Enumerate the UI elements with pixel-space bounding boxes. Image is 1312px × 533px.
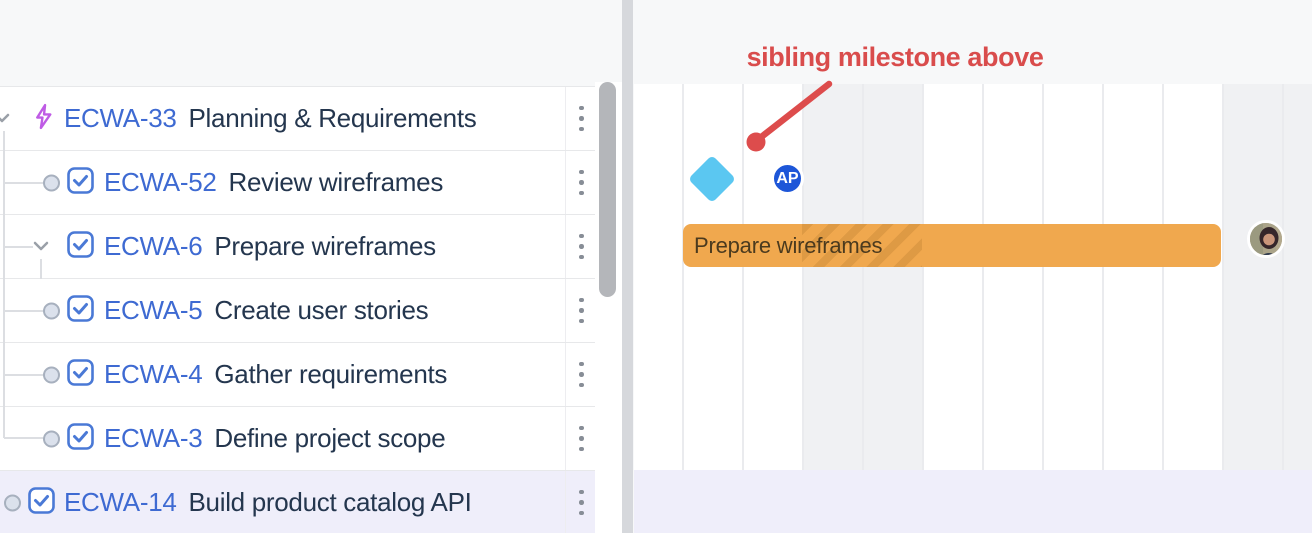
- task-row-ecwa-6[interactable]: ECWA-6 Prepare wireframes: [0, 215, 597, 279]
- weekend-column: [1222, 84, 1282, 470]
- row-menu-kebab-icon[interactable]: [565, 471, 597, 533]
- issue-key: ECWA-3: [104, 423, 203, 453]
- task-check-icon: [67, 294, 94, 327]
- issue-key: ECWA-33: [64, 103, 177, 133]
- epic-icon: [31, 103, 56, 135]
- tree-node-circle: [43, 174, 60, 191]
- assignee-avatar-photo: [1247, 220, 1285, 258]
- tree-node-circle: [43, 366, 60, 383]
- task-row-ecwa-3[interactable]: ECWA-3 Define project scope: [0, 407, 597, 471]
- gantt-bar-label: Prepare wireframes: [694, 233, 883, 258]
- gantt-timeline-panel: AP Prepare wireframes sibling milestone …: [634, 0, 1312, 533]
- avatar-initials: AP: [776, 169, 799, 187]
- row-menu-kebab-icon[interactable]: [565, 87, 597, 150]
- tree-node-circle: [43, 430, 60, 447]
- timeline-grid: [634, 84, 1312, 470]
- task-row-ecwa-4[interactable]: ECWA-4 Gather requirements: [0, 343, 597, 407]
- issue-key: ECWA-5: [104, 295, 203, 325]
- assignee-avatar-badge: AP: [771, 162, 804, 195]
- task-check-icon: [67, 358, 94, 391]
- vertical-scrollbar-thumb[interactable]: [599, 82, 616, 297]
- issue-key: ECWA-4: [104, 359, 203, 389]
- row-menu-kebab-icon[interactable]: [565, 279, 597, 342]
- issue-summary: Create user stories: [214, 295, 429, 325]
- task-check-icon: [67, 422, 94, 455]
- row-menu-kebab-icon[interactable]: [565, 151, 597, 214]
- task-check-icon: [67, 230, 94, 263]
- issue-key: ECWA-14: [64, 487, 177, 517]
- panel-splitter[interactable]: [622, 0, 633, 533]
- row-menu-kebab-icon[interactable]: [565, 343, 597, 406]
- issue-key: ECWA-52: [104, 167, 217, 197]
- task-row-ecwa-33[interactable]: ECWA-33 Planning & Requirements: [0, 87, 597, 151]
- gantt-bar-prepare-wireframes[interactable]: Prepare wireframes: [683, 224, 1221, 267]
- weekend-column: [802, 84, 862, 470]
- chevron-down-icon[interactable]: [33, 238, 49, 256]
- issue-summary: Planning & Requirements: [188, 103, 477, 133]
- non-working-days-hatch: [802, 224, 922, 267]
- issue-summary: Build product catalog API: [188, 487, 472, 517]
- weekend-column: [862, 84, 922, 470]
- task-row-ecwa-52[interactable]: ECWA-52 Review wireframes: [0, 151, 597, 215]
- tree-node-circle: [4, 494, 21, 511]
- issue-summary: Prepare wireframes: [214, 231, 436, 261]
- issue-summary: Define project scope: [214, 423, 446, 453]
- task-list-panel: ECWA-33 Planning & Requirements ECWA-52 …: [0, 86, 597, 533]
- row-menu-kebab-icon[interactable]: [565, 407, 597, 470]
- task-check-icon: [67, 166, 94, 199]
- issue-key: ECWA-6: [104, 231, 203, 261]
- issue-summary: Review wireframes: [228, 167, 444, 197]
- chevron-down-icon[interactable]: [0, 110, 10, 128]
- annotation-arrow-icon: [746, 80, 833, 152]
- annotation-text: sibling milestone above: [746, 42, 1044, 72]
- weekend-column: [1282, 84, 1312, 470]
- task-row-ecwa-5[interactable]: ECWA-5 Create user stories: [0, 279, 597, 343]
- tree-node-circle: [43, 302, 60, 319]
- issue-summary: Gather requirements: [214, 359, 448, 389]
- task-row-ecwa-14[interactable]: ECWA-14 Build product catalog API: [0, 471, 597, 533]
- task-check-icon: [28, 486, 55, 519]
- row-menu-kebab-icon[interactable]: [565, 215, 597, 278]
- selected-row-highlight: [634, 470, 1312, 533]
